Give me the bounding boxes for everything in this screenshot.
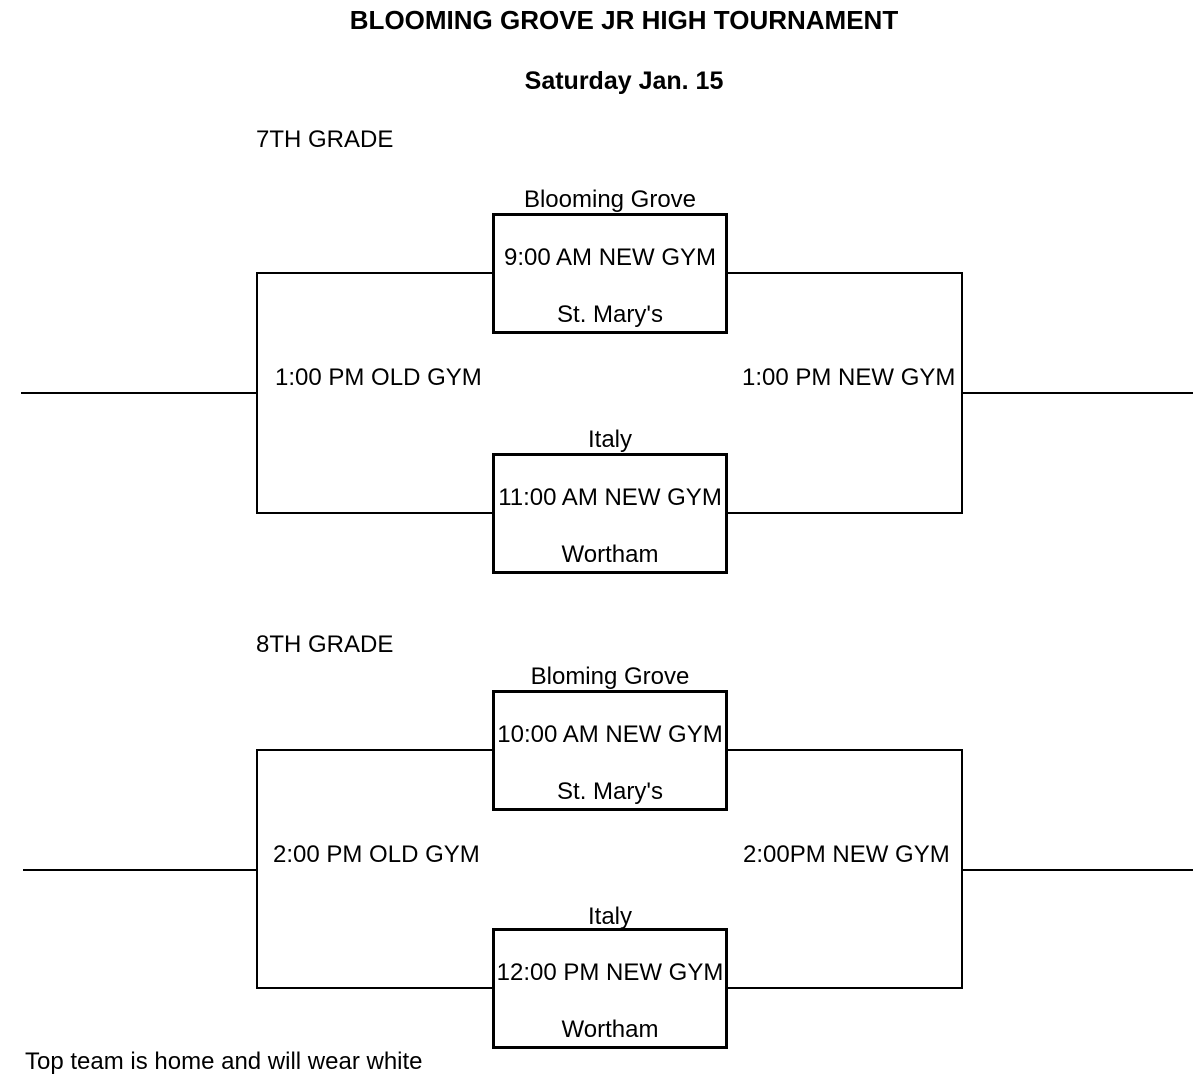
home-team-label: Blooming Grove <box>523 186 697 213</box>
away-team-label: St. Mary's <box>557 778 663 805</box>
tournament-date: Saturday Jan. 15 <box>524 67 724 95</box>
final-game-left-label: 2:00 PM OLD GYM <box>273 841 480 868</box>
matchup-box: 11:00 AM NEW GYM Wortham <box>492 453 728 574</box>
connector-line-bottom-right <box>727 512 963 514</box>
winner-line-left <box>23 869 257 871</box>
matchup-box: 10:00 AM NEW GYM St. Mary's <box>492 690 728 811</box>
bracket-left-vertical-line <box>256 749 258 989</box>
connector-line-top-right <box>727 272 963 274</box>
connector-line-bottom-left <box>256 987 492 989</box>
home-team-label: Italy <box>587 426 632 453</box>
final-game-left-label: 1:00 PM OLD GYM <box>275 364 482 391</box>
winner-line-right <box>961 869 1193 871</box>
footnote: Top team is home and will wear white <box>25 1048 423 1075</box>
home-team-label: Italy <box>587 903 632 930</box>
connector-line-bottom-right <box>727 987 963 989</box>
winner-line-right <box>961 392 1193 394</box>
game-time-label: 11:00 AM NEW GYM <box>498 484 722 511</box>
matchup-box: 9:00 AM NEW GYM St. Mary's <box>492 213 728 334</box>
connector-line-bottom-left <box>256 512 492 514</box>
game-time-label: 10:00 AM NEW GYM <box>497 721 723 748</box>
grade-label-8th: 8TH GRADE <box>256 631 394 658</box>
connector-line-top-left <box>256 272 492 274</box>
connector-line-top-right <box>727 749 963 751</box>
away-team-label: St. Mary's <box>557 301 663 328</box>
game-time-label: 9:00 AM NEW GYM <box>503 244 717 271</box>
matchup-box: 12:00 PM NEW GYM Wortham <box>492 928 728 1049</box>
away-team-label: Wortham <box>561 541 659 568</box>
bracket-left-vertical-line <box>256 272 258 514</box>
connector-line-top-left <box>256 749 492 751</box>
winner-line-left <box>21 392 257 394</box>
away-team-label: Wortham <box>561 1016 659 1043</box>
grade-label-7th: 7TH GRADE <box>256 126 394 153</box>
final-game-right-label: 1:00 PM NEW GYM <box>742 364 956 391</box>
home-team-label: Bloming Grove <box>530 663 690 690</box>
tournament-title: BLOOMING GROVE JR HIGH TOURNAMENT <box>349 5 899 35</box>
final-game-right-label: 2:00PM NEW GYM <box>743 841 950 868</box>
game-time-label: 12:00 PM NEW GYM <box>496 959 724 986</box>
